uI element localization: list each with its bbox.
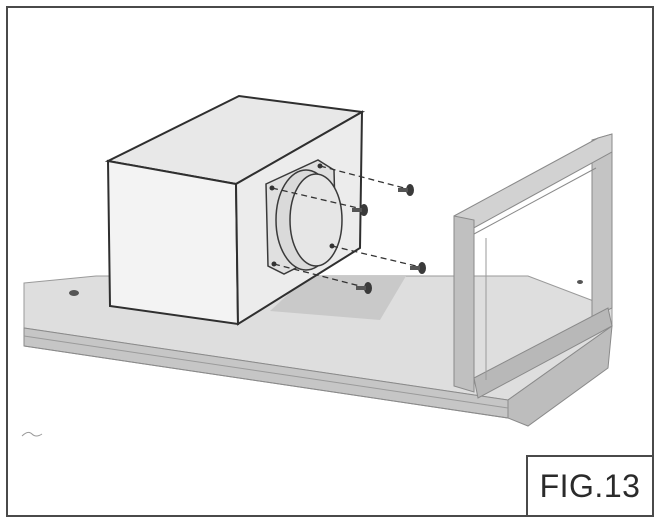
screw-icon [356,282,372,294]
alignment-line-2 [271,187,359,209]
rail-frame-inner-edge [473,167,597,235]
plate-hole-right [577,280,583,284]
plate-hole-left [69,290,79,296]
assembly-diagram [21,94,613,437]
box-front-face [106,159,240,326]
base-plate-edge [23,335,509,409]
figure-frame: FIG.13 [6,6,654,517]
screw-icon [410,262,426,274]
flange-hole-bl [271,261,277,267]
alignment-line-3 [331,245,417,267]
alignment-line-1 [319,165,405,189]
base-plate-lip [23,324,613,427]
mounting-pad [270,276,406,320]
fan-ring-inner [289,173,343,267]
screw-icon [398,184,414,196]
screw-icon [352,204,368,216]
rail-frame-front-post [453,215,475,393]
rail-frame-top-bar [453,133,613,233]
rail-frame-bottom-bar [473,307,613,399]
figure-label: FIG.13 [526,455,652,515]
alignment-line-4 [273,263,361,287]
stray-mark [21,431,43,437]
